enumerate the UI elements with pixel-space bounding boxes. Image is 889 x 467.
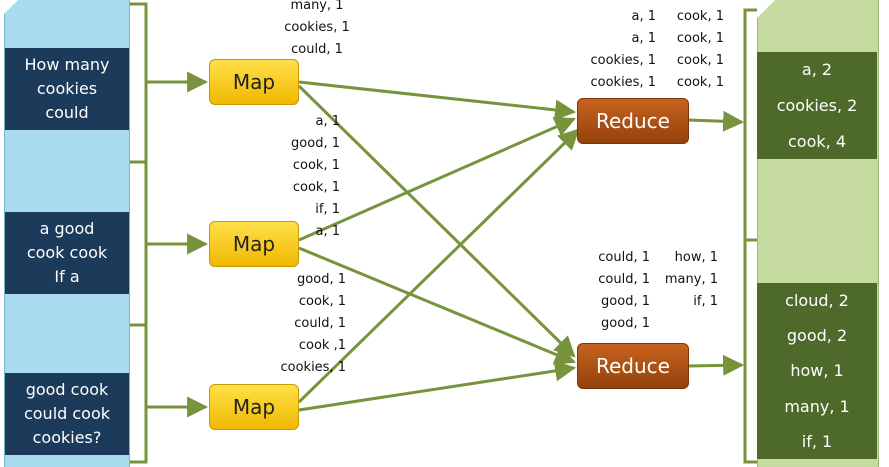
kv-pair: cookies, 1 (590, 75, 656, 90)
kv-pair: a, 1 (315, 224, 340, 239)
shuffle-arrow-3-2 (298, 360, 577, 412)
reduce-input-1-left: a, 1 a, 1 cookies, 1 cookies, 1 (560, 6, 656, 94)
reduce-node-1: Reduce (577, 98, 689, 144)
shuffle-arrow-2-1 (298, 117, 576, 242)
output-arrow-1 (687, 110, 745, 132)
input-line: cookies? (32, 428, 102, 447)
output-pair: many, 1 (784, 396, 850, 416)
output-bracket (743, 8, 757, 464)
reduce-input-2-left: could, 1 could, 1 good, 1 good, 1 (560, 247, 650, 335)
input-bracket (130, 2, 148, 464)
output-pair: a, 2 (801, 60, 833, 80)
output-document-fold (757, 0, 775, 18)
map-output-2: a, 1 good, 1 cook, 1 cook, 1 if, 1 a, 1 (250, 111, 340, 243)
input-line: good cook (25, 380, 109, 399)
kv-pair: cook, 1 (676, 75, 724, 90)
kv-pair: a, 1 (315, 114, 340, 129)
kv-pair: cook, 1 (292, 180, 340, 195)
shuffle-arrow-2-2 (298, 246, 576, 365)
kv-pair: if, 1 (693, 294, 718, 309)
output-pair: if, 1 (801, 431, 833, 451)
output-pair: cloud, 2 (785, 291, 849, 311)
kv-pair: cook, 1 (676, 9, 724, 24)
kv-pair: if, 1 (315, 202, 340, 217)
input-document-fold (4, 0, 18, 14)
map-node-1: Map (209, 59, 299, 105)
map-label: Map (232, 70, 276, 94)
input-line: could cook (23, 404, 111, 423)
kv-pair: cook, 1 (676, 53, 724, 68)
reduce-label: Reduce (596, 109, 670, 133)
input-line: a good (39, 219, 95, 238)
kv-pair: a, 1 (631, 9, 656, 24)
reduce-label: Reduce (596, 354, 670, 378)
reduce-input-1-right: cook, 1 cook, 1 cook, 1 cook, 1 (640, 6, 724, 94)
map-output-1: many, 1 cookies, 1 could, 1 (262, 0, 372, 61)
reduce-node-2: Reduce (577, 343, 689, 389)
shuffle-arrow-1-2 (297, 84, 576, 358)
kv-pair: good, 1 (297, 272, 346, 287)
input-line: cook cook (26, 243, 108, 262)
kv-pair: cookies, 1 (284, 20, 350, 35)
map-output-3: good, 1 cook, 1 could, 1 cook ,1 cookies… (250, 269, 346, 379)
input-line: cookies (36, 79, 98, 98)
map-label: Map (232, 232, 276, 256)
kv-pair: many, 1 (290, 0, 344, 13)
shuffle-arrow-1-1 (298, 80, 577, 121)
kv-pair: cook, 1 (676, 31, 724, 46)
input-split-3: good cook could cook cookies? (5, 373, 129, 455)
kv-pair: good, 1 (601, 316, 650, 331)
kv-pair: how, 1 (674, 250, 718, 265)
kv-pair: cookies, 1 (280, 360, 346, 375)
output-pair: how, 1 (790, 361, 844, 381)
output-result-1: a, 2 cookies, 2 cook, 4 (757, 52, 877, 159)
kv-pair: cook ,1 (298, 338, 346, 353)
kv-pair: could, 1 (294, 316, 346, 331)
kv-pair: could, 1 (598, 272, 650, 287)
input-split-1: How many cookies could (5, 48, 129, 130)
input-line: If a (54, 267, 80, 286)
input-split-2: a good cook cook If a (5, 212, 129, 294)
map-node-2: Map (209, 221, 299, 267)
kv-pair: a, 1 (631, 31, 656, 46)
map-node-3: Map (209, 384, 299, 430)
kv-pair: cook, 1 (292, 158, 340, 173)
kv-pair: could, 1 (598, 250, 650, 265)
output-pair: good, 2 (786, 326, 848, 346)
reduce-input-2-right: how, 1 many, 1 if, 1 (640, 247, 718, 313)
input-line: could (45, 103, 89, 122)
output-pair: cook, 4 (788, 131, 846, 151)
output-arrow-2 (687, 354, 745, 376)
kv-pair: cookies, 1 (590, 53, 656, 68)
kv-pair: good, 1 (601, 294, 650, 309)
map-label: Map (232, 395, 276, 419)
kv-pair: good, 1 (291, 136, 340, 151)
output-pair: cookies, 2 (776, 95, 858, 115)
input-line: How many (24, 55, 110, 74)
output-result-2: cloud, 2 good, 2 how, 1 many, 1 if, 1 (757, 283, 877, 459)
kv-pair: cook, 1 (298, 294, 346, 309)
kv-pair: many, 1 (664, 272, 718, 287)
shuffle-arrow-3-1 (297, 128, 580, 404)
kv-pair: could, 1 (291, 42, 343, 57)
